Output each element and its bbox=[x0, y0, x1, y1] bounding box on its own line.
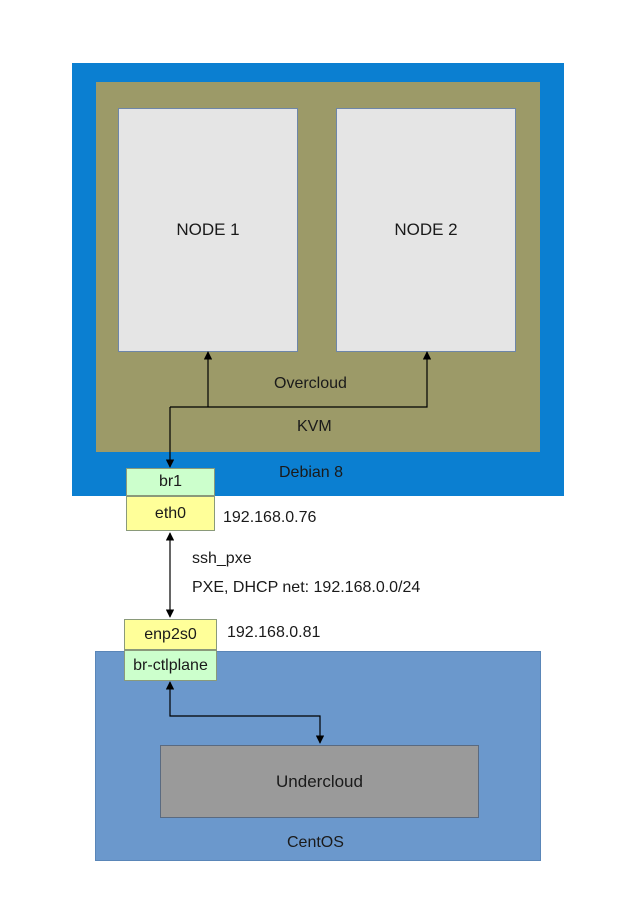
undercloud-box: Undercloud bbox=[160, 745, 479, 818]
debian-label: Debian 8 bbox=[279, 464, 344, 481]
node-1-label: NODE 1 bbox=[176, 220, 240, 239]
centos-label: CentOS bbox=[287, 834, 344, 851]
br1-label: br1 bbox=[158, 473, 183, 490]
br1-interface: br1 bbox=[126, 468, 215, 496]
node-2-label: NODE 2 bbox=[394, 220, 458, 239]
link-description-label: PXE, DHCP net: 192.168.0.0/24 bbox=[192, 579, 421, 596]
kvm-label: KVM bbox=[297, 418, 332, 435]
link-name-label: ssh_pxe bbox=[192, 550, 252, 567]
overcloud-label: Overcloud bbox=[274, 375, 347, 392]
undercloud-label: Undercloud bbox=[276, 771, 363, 791]
br-ctlplane-label: br-ctlplane bbox=[133, 656, 208, 674]
br-ctlplane-interface: br-ctlplane bbox=[124, 650, 217, 681]
node-1-box: NODE 1 bbox=[118, 108, 298, 352]
enp2s0-interface: enp2s0 bbox=[124, 619, 217, 650]
node-2-box: NODE 2 bbox=[336, 108, 516, 352]
enp2s0-label: enp2s0 bbox=[144, 625, 197, 643]
eth0-ip-label: 192.168.0.76 bbox=[223, 509, 317, 526]
eth0-interface: eth0 bbox=[126, 496, 215, 531]
undercloud-link bbox=[165, 681, 325, 744]
enp2s0-ip-label: 192.168.0.81 bbox=[227, 624, 321, 641]
node2-link bbox=[170, 351, 432, 408]
eth0-label: eth0 bbox=[154, 504, 187, 522]
